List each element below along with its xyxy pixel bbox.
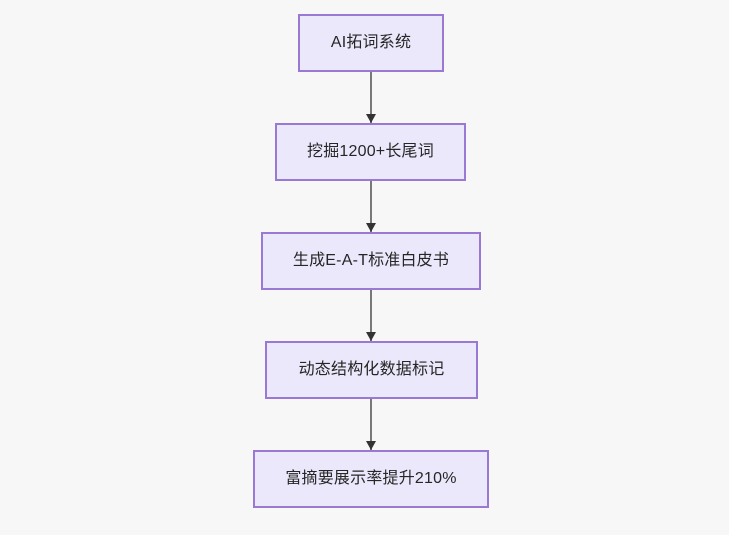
edge-line [370,290,372,341]
flow-node-label: 动态结构化数据标记 [298,361,445,378]
flow-node-label: AI拓词系统 [330,34,412,51]
arrowhead-icon [366,114,376,123]
edge-line [370,399,372,450]
flow-node-mine-longtail-keywords[interactable]: 挖掘1200+长尾词 [275,123,466,181]
flow-node-dynamic-structured-data-markup[interactable]: 动态结构化数据标记 [265,341,478,399]
flow-node-label: 生成E-A-T标准白皮书 [292,252,450,269]
edge-line [370,181,372,232]
flow-node-ai-keyword-system[interactable]: AI拓词系统 [298,14,444,72]
flow-node-label: 富摘要展示率提升210% [285,470,457,487]
arrowhead-icon [366,332,376,341]
flow-node-generate-eat-whitepaper[interactable]: 生成E-A-T标准白皮书 [261,232,481,290]
edge-line [370,72,372,123]
arrowhead-icon [366,223,376,232]
flow-node-rich-snippet-impression-lift[interactable]: 富摘要展示率提升210% [253,450,489,508]
flow-node-label: 挖掘1200+长尾词 [307,143,434,160]
arrowhead-icon [366,441,376,450]
